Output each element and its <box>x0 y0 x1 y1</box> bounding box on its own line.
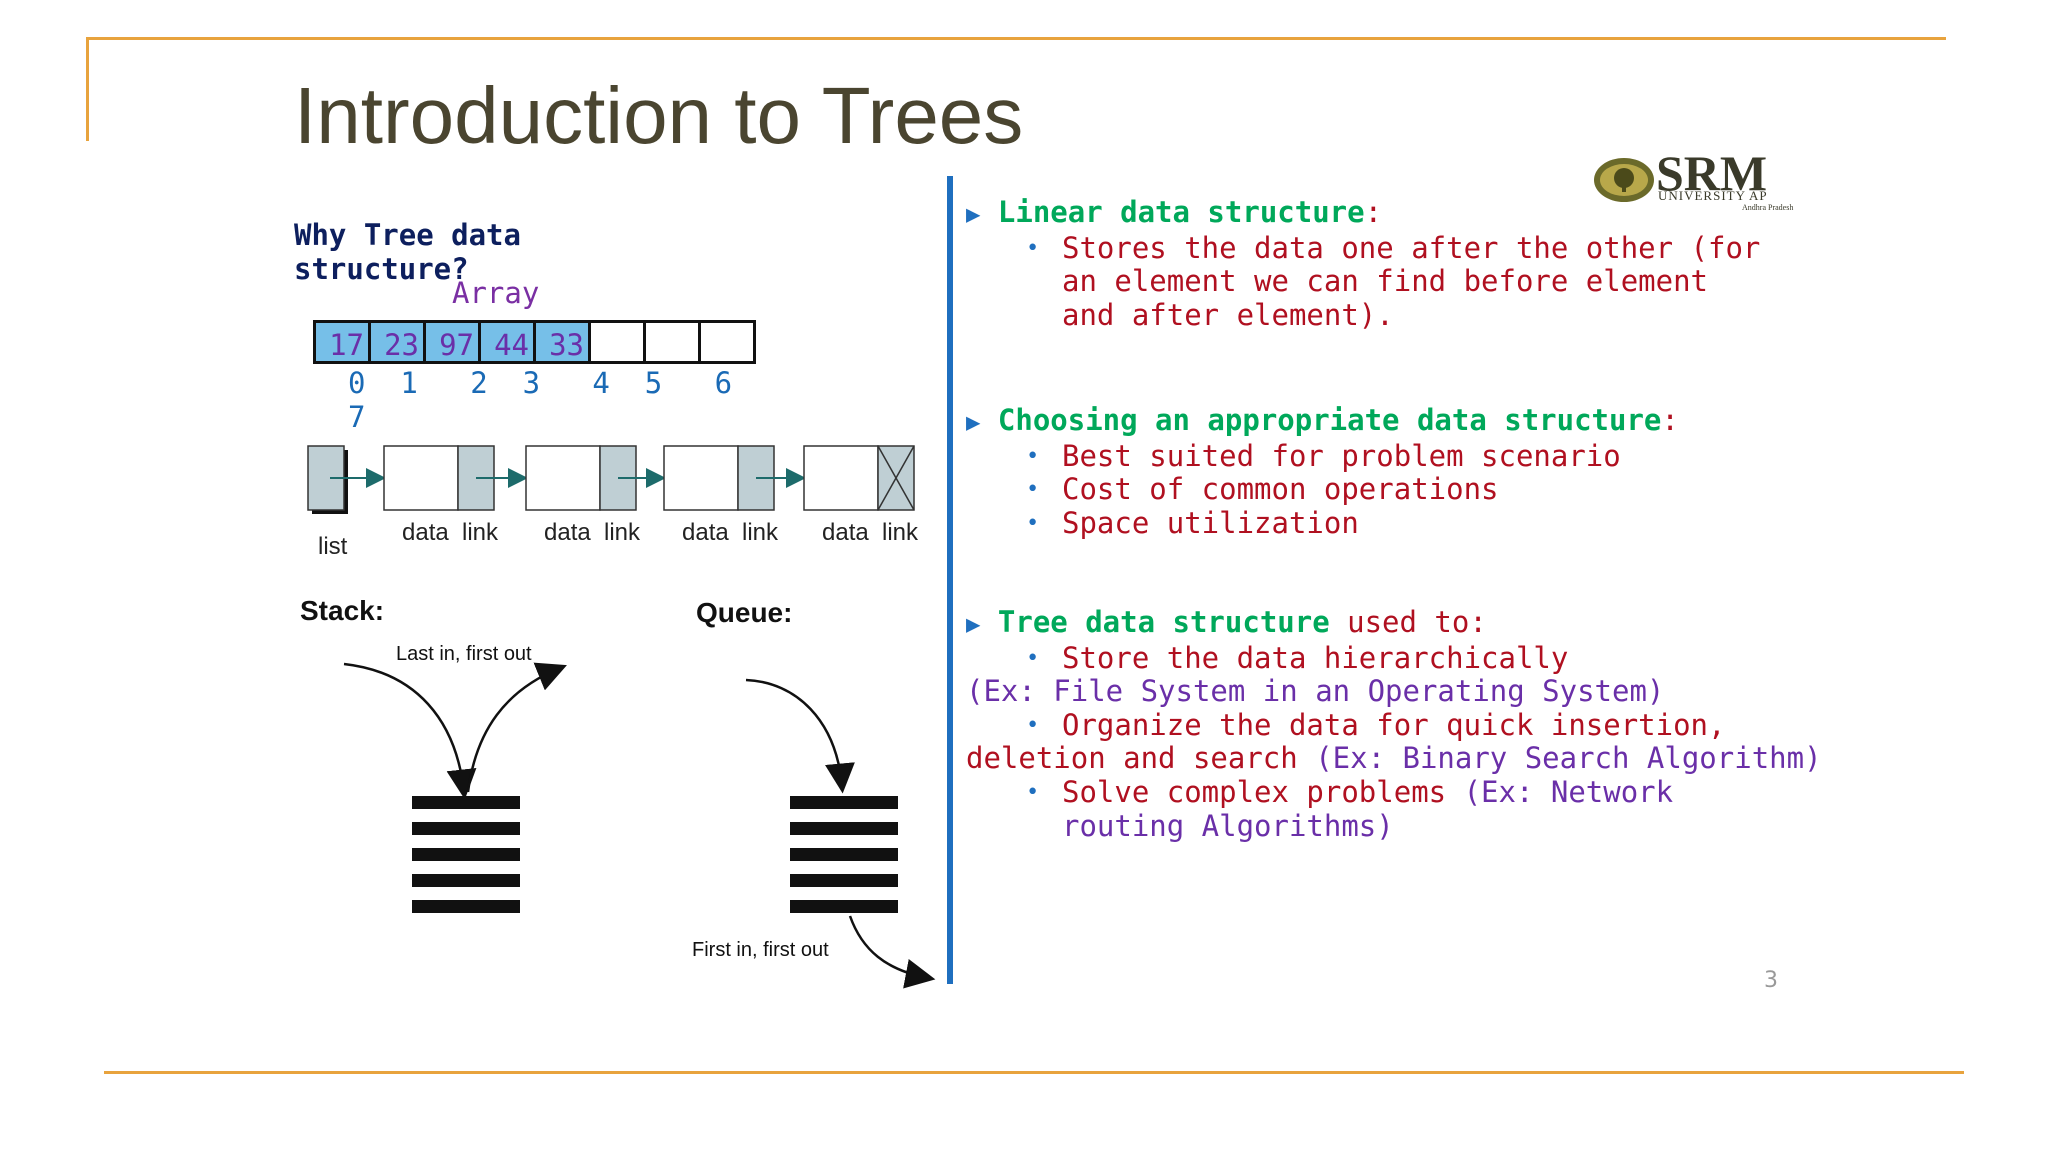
array-cell: 23 <box>368 320 426 364</box>
bullet-text: Solve complex problems <box>1062 774 1464 809</box>
section-heading-row: ▶ Tree data structure used to: <box>966 605 1822 642</box>
ll-link-label: link <box>462 519 499 546</box>
linked-list-diagram: list data link data link data link data … <box>307 445 919 560</box>
example-text: (Ex: File System in an Operating System) <box>966 674 1665 709</box>
triangle-bullet-icon: ▶ <box>966 408 981 436</box>
srm-emblem-icon <box>1594 158 1654 202</box>
top-accent-line <box>86 37 1946 40</box>
array-cell <box>643 320 701 364</box>
bullet-dot-icon: • <box>1026 235 1040 261</box>
array-indices-line: 0 1 2 3 4 5 6 <box>348 366 733 400</box>
logo-subtext-2: Andhra Pradesh <box>1742 203 1794 212</box>
ll-data-label: data <box>822 519 869 546</box>
array-indices: 0 1 2 3 4 5 6 7 <box>348 366 732 434</box>
queue-title: Queue: <box>696 597 792 628</box>
bullet-continuation: deletion and search (Ex: Binary Search A… <box>966 742 1822 776</box>
triangle-bullet-icon: ▶ <box>966 200 981 228</box>
section-tree: ▶ Tree data structure used to: • Store th… <box>966 605 1822 843</box>
array-cell <box>698 320 756 364</box>
stack-title: Stack: <box>300 595 384 626</box>
ll-link-label: link <box>742 519 779 546</box>
array-diagram: 17 23 97 44 33 <box>313 320 756 364</box>
array-cell <box>588 320 646 364</box>
stack-caption: Last in, first out <box>396 643 532 665</box>
array-cell: 33 <box>533 320 591 364</box>
section-heading-row: ▶ Choosing an appropriate data structure… <box>966 403 1679 440</box>
ll-link-label: link <box>604 519 641 546</box>
bullet-item: • Best suited for problem scenario <box>966 438 1679 474</box>
stack-queue-diagram: Stack: Last in, first out Queue: First i… <box>300 595 936 989</box>
bullet-text: Organize the data for quick insertion, <box>1062 707 1726 742</box>
bullet-text: Cost of common operations <box>1062 472 1499 507</box>
bullet-dot-icon: • <box>1026 645 1040 671</box>
bullet-text: Best suited for problem scenario <box>1062 438 1621 473</box>
slide-title: Introduction to Trees <box>294 71 1024 160</box>
logo-subtext: UNIVERSITY AP <box>1658 188 1768 203</box>
bullet-item: • Space utilization <box>966 505 1679 541</box>
example-text: (Ex: Network <box>1463 774 1674 809</box>
bullet-dot-icon: • <box>1026 779 1040 805</box>
array-cell: 97 <box>423 320 481 364</box>
bullet-dot-icon: • <box>1026 712 1040 738</box>
vertical-divider <box>947 176 953 984</box>
bullet-item: • Store the data hierarchically <box>966 640 1822 676</box>
bottom-accent-line <box>104 1071 1964 1074</box>
example-text: routing Algorithms) <box>1062 808 1394 843</box>
array-cell: 17 <box>313 320 371 364</box>
section-choosing: ▶ Choosing an appropriate data structure… <box>966 403 1679 541</box>
triangle-bullet-icon: ▶ <box>966 610 981 638</box>
ll-data-label: data <box>682 519 729 546</box>
bullet-text: Store the data hierarchically <box>1062 640 1569 675</box>
section-heading: Choosing an appropriate data structure <box>997 403 1662 437</box>
array-cell: 44 <box>478 320 536 364</box>
heading-suffix: : <box>1661 403 1679 437</box>
bullet-item: • Cost of common operations <box>966 472 1679 507</box>
bullet-dot-icon: • <box>1026 443 1040 469</box>
ll-data-label: data <box>402 519 449 546</box>
logo-text: SRM <box>1656 145 1768 201</box>
section-heading: Tree data structure <box>997 605 1330 639</box>
array-label: Array <box>452 276 540 310</box>
heading-suffix: used to: <box>1329 605 1487 639</box>
bullet-item: • Stores the data one after the other (fo… <box>966 230 1761 266</box>
bullet-text: Space utilization <box>1062 505 1359 540</box>
why-tree-heading: Why Tree data structure? <box>294 218 521 286</box>
bullet-text: deletion and search <box>966 741 1316 776</box>
queue-caption: First in, first out <box>692 939 829 961</box>
heading-suffix: : <box>1364 195 1383 229</box>
bullet-text: and after element). <box>1062 297 1394 332</box>
ll-data-label: data <box>544 519 591 546</box>
bullet-text: an element we can find before element <box>1062 264 1709 299</box>
bullet-text: Stores the data one after the other (for <box>1062 230 1761 265</box>
srm-logo: SRM UNIVERSITY AP Andhra Pradesh <box>1592 145 1810 218</box>
array-indices-line: 7 <box>348 400 366 434</box>
section-heading-row: ▶ Linear data structure: <box>966 195 1760 232</box>
bullet-dot-icon: • <box>1026 477 1040 503</box>
bullet-item: • Solve complex problems (Ex: Network <box>966 774 1822 810</box>
bullet-item: • Organize the data for quick insertion, <box>966 707 1822 743</box>
page-number: 3 <box>1764 968 1778 993</box>
bullet-dot-icon: • <box>1026 510 1040 536</box>
left-accent-line <box>86 37 89 141</box>
section-heading: Linear data structure <box>997 195 1365 229</box>
ll-link-label: link <box>882 519 919 546</box>
example-text: (Ex: Binary Search Algorithm) <box>1315 741 1822 776</box>
section-linear: ▶ Linear data structure: • Stores the dat… <box>966 195 1761 332</box>
ll-list-label: list <box>318 533 348 560</box>
